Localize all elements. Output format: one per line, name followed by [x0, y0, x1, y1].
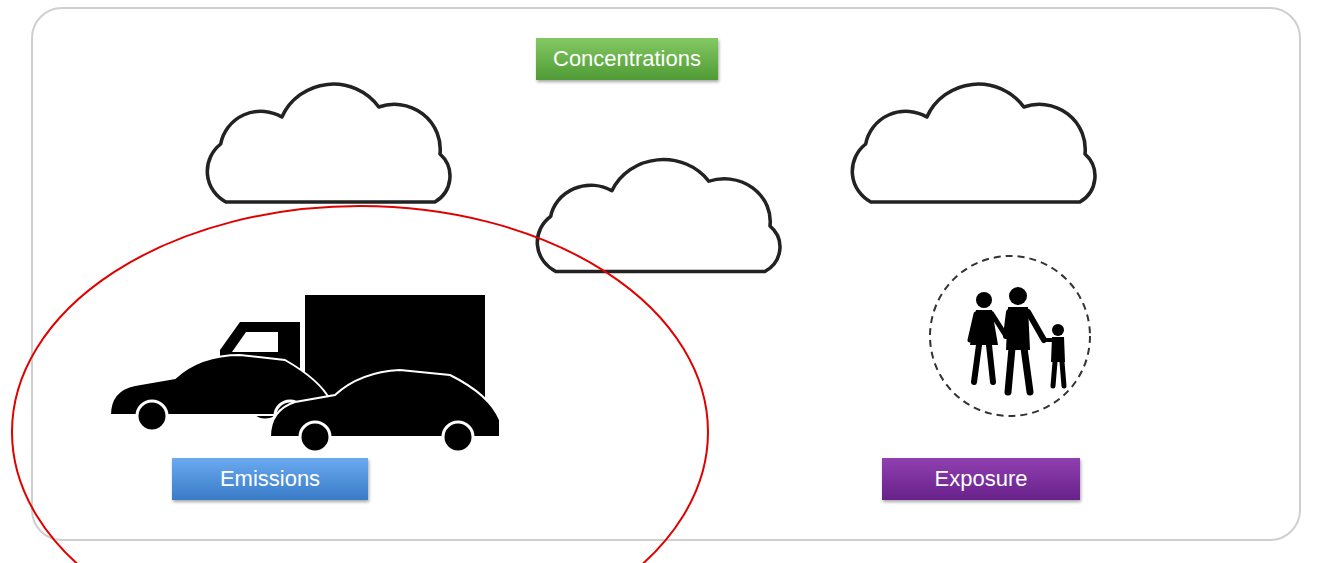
node-label: Concentrations: [553, 47, 701, 71]
concentrations-label: Concentrations: [536, 38, 718, 80]
node-label: Exposure: [935, 467, 1028, 491]
vehicles: [110, 295, 500, 452]
wheel: [137, 401, 167, 431]
person-head: [976, 292, 992, 308]
person-arm: [1044, 338, 1052, 342]
frame: [32, 8, 1300, 540]
cloud: [207, 84, 450, 202]
person-leg: [1008, 348, 1012, 392]
cloud: [852, 84, 1095, 202]
clouds: [207, 84, 1095, 271]
person-head: [1009, 287, 1027, 305]
person-arm: [970, 314, 976, 340]
truck-window: [232, 332, 278, 352]
exposure-circle: [930, 256, 1090, 416]
person-leg: [1024, 348, 1030, 392]
wheel: [443, 422, 473, 452]
person-arm: [1006, 312, 1009, 336]
person-head: [1052, 324, 1064, 336]
exposure-label: Exposure: [882, 458, 1080, 500]
person-leg: [989, 345, 993, 382]
person-leg: [1053, 362, 1055, 386]
highlight-ellipse: [12, 206, 708, 563]
person-arm: [1028, 312, 1044, 340]
person-leg: [974, 345, 979, 382]
node-label: Emissions: [220, 467, 320, 491]
wheel: [300, 422, 330, 452]
person-leg: [1062, 362, 1064, 386]
family: [970, 287, 1065, 392]
emissions-label: Emissions: [172, 458, 368, 500]
